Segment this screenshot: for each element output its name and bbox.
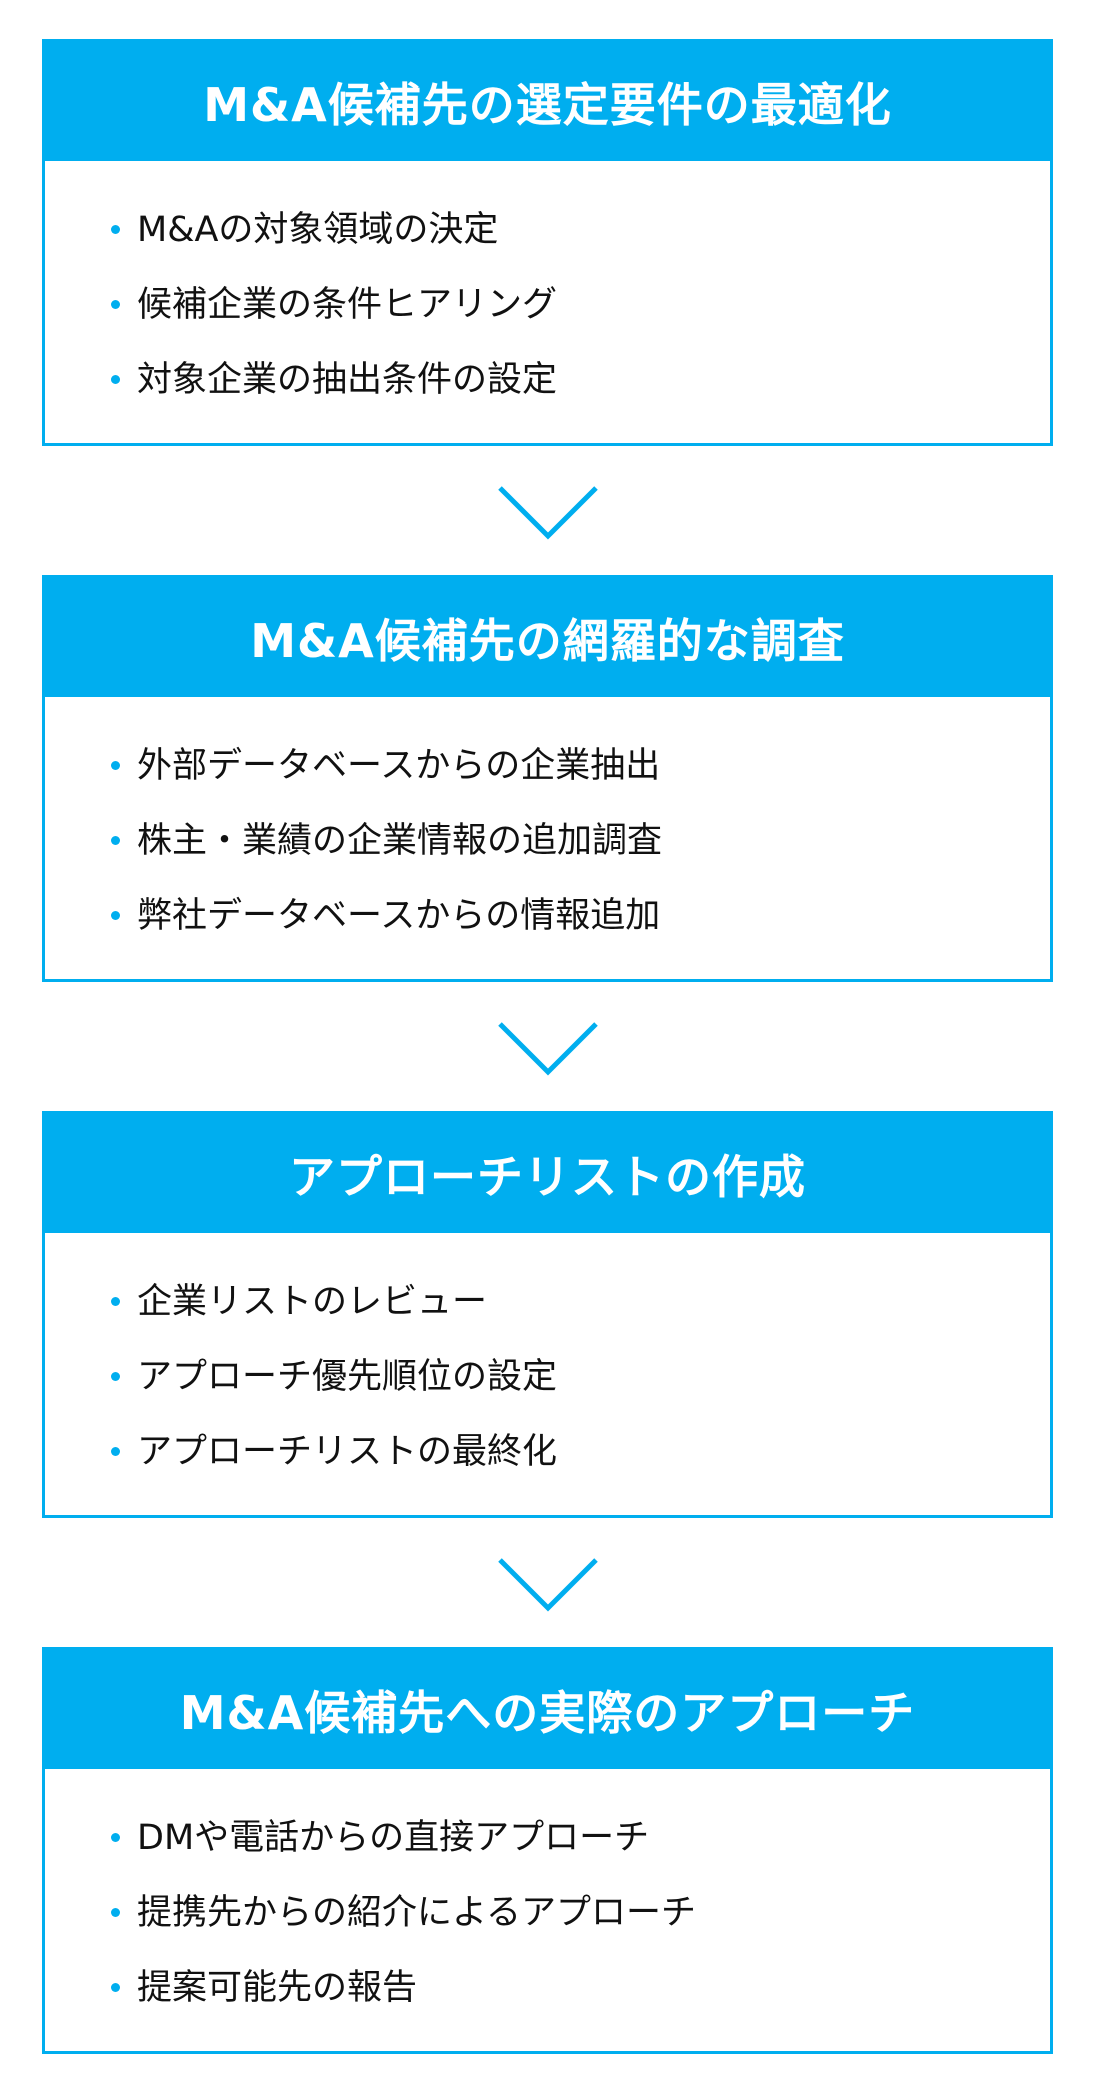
bullet-icon	[111, 761, 120, 770]
bullet-icon	[111, 375, 120, 384]
list-item: 弊社データベースからの情報追加	[111, 887, 1050, 962]
step-title: アプローチリストの作成	[45, 1114, 1050, 1233]
step-title: M&A候補先の選定要件の最適化	[45, 42, 1050, 161]
bullet-icon	[111, 225, 120, 234]
bullet-icon	[111, 911, 120, 920]
step-title: M&A候補先の網羅的な調査	[45, 578, 1050, 697]
step-item-list: M&Aの対象領域の決定候補企業の条件ヒアリング対象企業の抽出条件の設定	[45, 161, 1050, 426]
list-item: 企業リストのレビュー	[111, 1273, 1050, 1348]
step-item-list: 外部データベースからの企業抽出株主・業績の企業情報の追加調査弊社データベースから…	[45, 697, 1050, 962]
list-item: アプローチ優先順位の設定	[111, 1348, 1050, 1423]
list-item: 株主・業績の企業情報の追加調査	[111, 812, 1050, 887]
bullet-icon	[111, 1908, 120, 1917]
step-title: M&A候補先への実際のアプローチ	[45, 1650, 1050, 1769]
list-item-label: 株主・業績の企業情報の追加調査	[137, 821, 663, 861]
bullet-icon	[111, 1983, 120, 1992]
list-item: アプローチリストの最終化	[111, 1423, 1050, 1498]
bullet-icon	[111, 1297, 120, 1306]
list-item: 外部データベースからの企業抽出	[111, 737, 1050, 812]
list-item: 提案可能先の報告	[111, 1959, 1050, 2034]
list-item-label: DMや電話からの直接アプローチ	[137, 1818, 650, 1858]
bullet-icon	[111, 300, 120, 309]
step-card: アプローチリストの作成企業リストのレビューアプローチ優先順位の設定アプローチリス…	[42, 1111, 1053, 1518]
list-item-label: 企業リストのレビュー	[137, 1282, 488, 1322]
list-item-label: 弊社データベースからの情報追加	[137, 896, 661, 936]
step-item-list: DMや電話からの直接アプローチ提携先からの紹介によるアプローチ提案可能先の報告	[45, 1769, 1050, 2034]
list-item-label: 提携先からの紹介によるアプローチ	[137, 1893, 696, 1933]
bullet-icon	[111, 1372, 120, 1381]
chevron-down-icon	[498, 1558, 598, 1612]
list-item-label: 対象企業の抽出条件の設定	[137, 360, 558, 400]
bullet-icon	[111, 836, 120, 845]
list-item: 対象企業の抽出条件の設定	[111, 351, 1050, 426]
list-item: 候補企業の条件ヒアリング	[111, 276, 1050, 351]
chevron-down-icon	[498, 486, 598, 540]
step-card: M&A候補先の網羅的な調査外部データベースからの企業抽出株主・業績の企業情報の追…	[42, 575, 1053, 982]
list-item: 提携先からの紹介によるアプローチ	[111, 1884, 1050, 1959]
list-item-label: 候補企業の条件ヒアリング	[137, 285, 558, 325]
step-item-list: 企業リストのレビューアプローチ優先順位の設定アプローチリストの最終化	[45, 1233, 1050, 1498]
list-item-label: 提案可能先の報告	[137, 1968, 418, 2008]
list-item: M&Aの対象領域の決定	[111, 201, 1050, 276]
chevron-down-icon	[498, 1022, 598, 1076]
list-item-label: アプローチリストの最終化	[137, 1432, 558, 1472]
list-item: DMや電話からの直接アプローチ	[111, 1809, 1050, 1884]
bullet-icon	[111, 1833, 120, 1842]
list-item-label: 外部データベースからの企業抽出	[137, 746, 661, 786]
list-item-label: アプローチ優先順位の設定	[137, 1357, 558, 1397]
bullet-icon	[111, 1447, 120, 1456]
list-item-label: M&Aの対象領域の決定	[137, 210, 499, 250]
